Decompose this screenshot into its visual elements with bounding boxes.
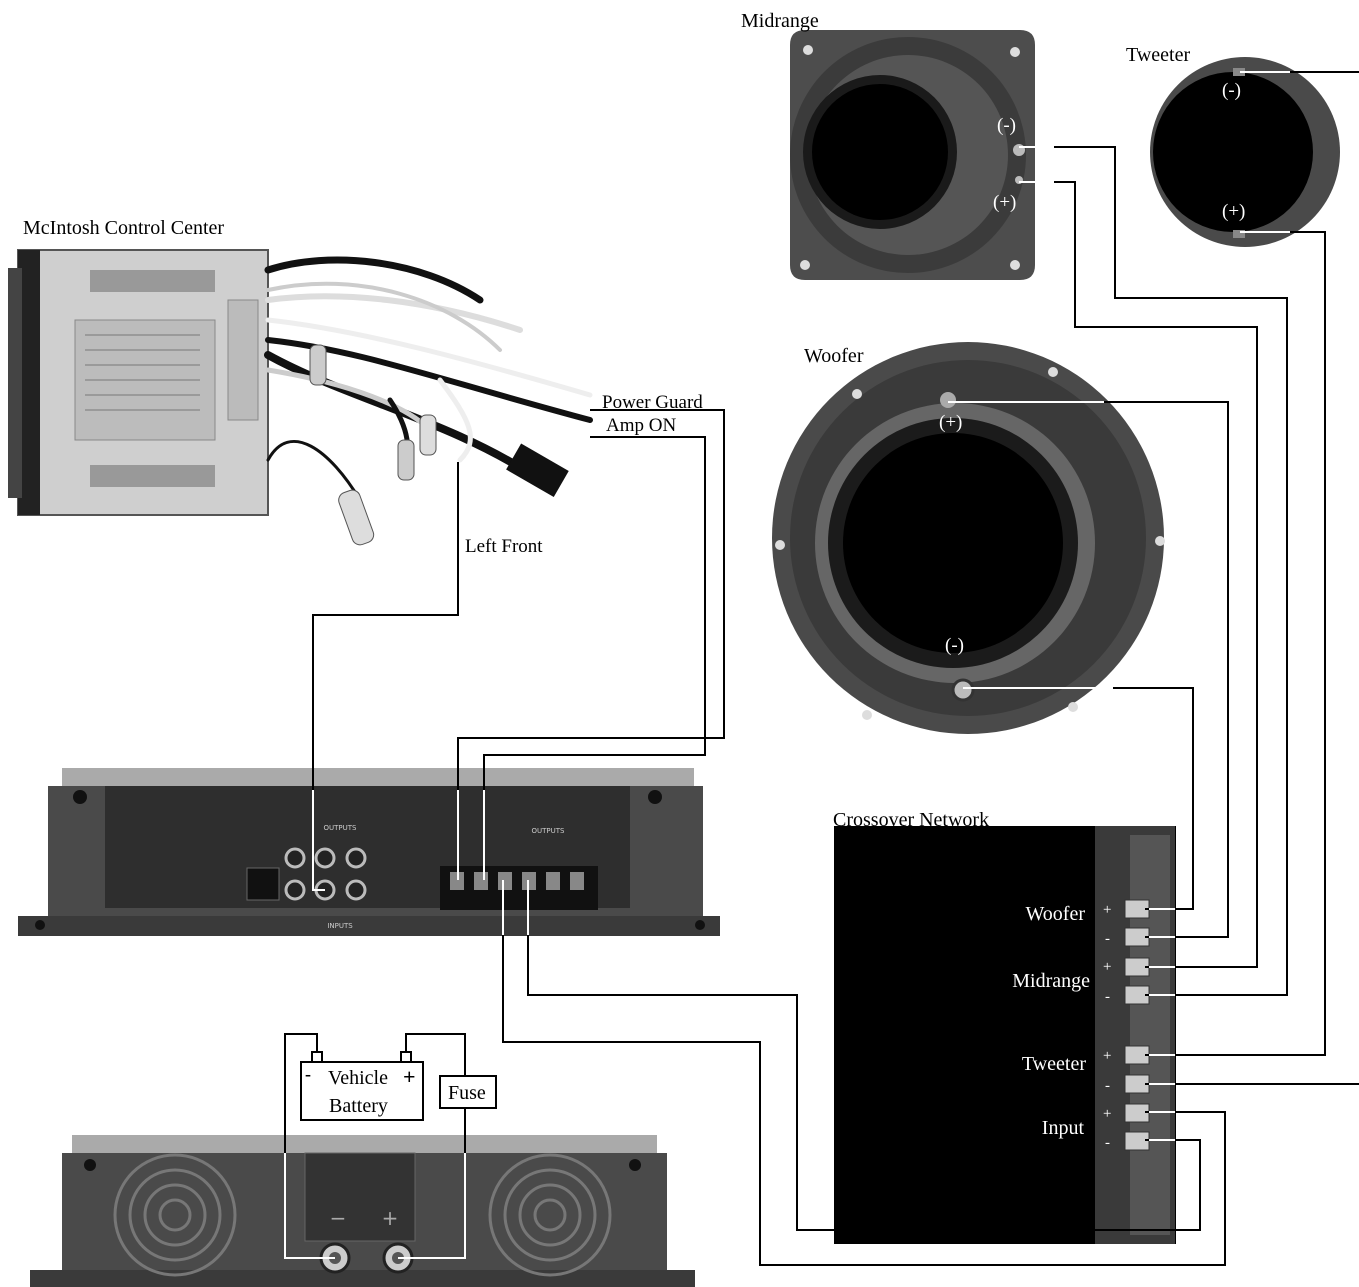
tweeter-speaker	[1150, 57, 1340, 247]
battery-minus-sign: -	[305, 1064, 311, 1084]
crossover-midrange-label: Midrange	[1012, 970, 1090, 992]
woofer-speaker	[772, 342, 1165, 734]
crossover-network	[834, 826, 1176, 1244]
amp-on-label: Amp ON	[606, 415, 676, 436]
midrange-plus-label: (+)	[993, 192, 1016, 213]
xo-tweeter-plus: +	[1103, 1048, 1111, 1064]
crossover-input-label: Input	[1042, 1117, 1085, 1139]
tweeter-label: Tweeter	[1126, 44, 1190, 66]
wire-highlights	[284, 71, 1290, 1259]
power-guard-label: Power Guard	[602, 392, 703, 413]
vehicle-battery	[300, 1051, 424, 1121]
woofer-label: Woofer	[804, 345, 864, 367]
midrange-speaker	[790, 30, 1035, 280]
xo-tweeter-minus: -	[1105, 1078, 1110, 1094]
amp-outputs-label: OUTPUTS	[324, 824, 358, 832]
amp-inputs-label: INPUTS	[327, 922, 353, 930]
psu-minus-label: −	[330, 1206, 347, 1230]
power-supply-unit: − +	[30, 1135, 695, 1287]
xo-midrange-minus: -	[1105, 989, 1110, 1005]
crossover-woofer-label: Woofer	[1026, 903, 1086, 925]
tweeter-minus-label: (-)	[1222, 80, 1241, 101]
xo-midrange-plus: +	[1103, 959, 1111, 975]
left-front-label: Left Front	[465, 536, 543, 557]
battery-label-line1: Vehicle	[328, 1067, 388, 1089]
battery-label-line2: Battery	[329, 1095, 388, 1117]
control-center-unit	[8, 249, 593, 546]
battery-plus-sign: +	[403, 1064, 416, 1089]
amplifier-unit: OUTPUTS INPUTS OUTPUTS	[18, 768, 720, 936]
woofer-minus-label: (-)	[945, 635, 964, 656]
psu-plus-label: +	[382, 1206, 399, 1230]
xo-woofer-plus: +	[1103, 902, 1111, 918]
tweeter-plus-label: (+)	[1222, 201, 1245, 222]
xo-input-plus: +	[1103, 1106, 1111, 1122]
woofer-plus-label: (+)	[939, 412, 962, 433]
fuse-label: Fuse	[448, 1082, 486, 1104]
crossover-tweeter-label: Tweeter	[1022, 1053, 1086, 1075]
amp-speaker-outputs-label: OUTPUTS	[532, 827, 566, 835]
midrange-minus-label: (-)	[997, 115, 1016, 136]
fuse-box	[439, 1075, 497, 1109]
xo-input-minus: -	[1105, 1135, 1110, 1151]
crossover-label: Crossover Network	[833, 809, 989, 831]
midrange-label: Midrange	[741, 10, 819, 32]
xo-woofer-minus: -	[1105, 931, 1110, 947]
control-center-label: McIntosh Control Center	[23, 217, 224, 239]
